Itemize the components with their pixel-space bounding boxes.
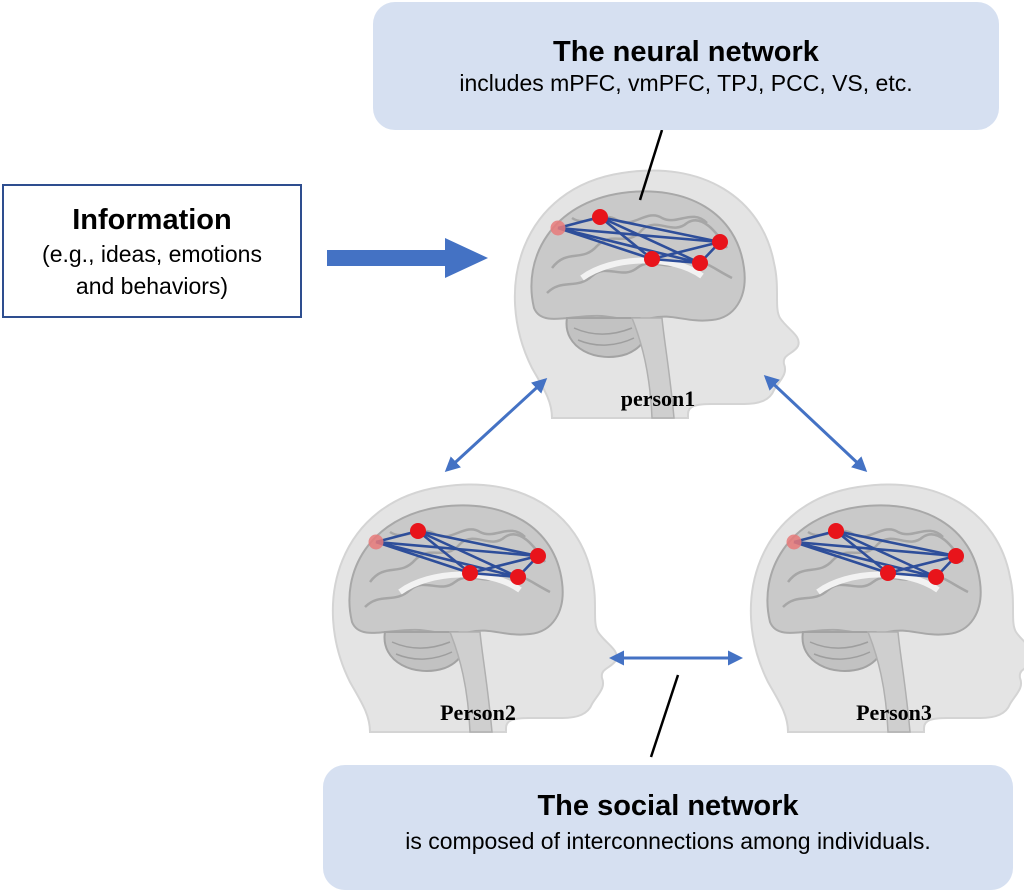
brain-head-icon xyxy=(751,484,1024,732)
person1-head xyxy=(515,170,799,418)
information-box: Information (e.g., ideas, emotions and b… xyxy=(2,184,302,318)
social-callout-pointer xyxy=(649,674,680,758)
information-line2: and behaviors) xyxy=(75,273,229,299)
person1-label: person1 xyxy=(620,386,696,411)
connector-person1-person2 xyxy=(444,377,548,473)
information-title: Information xyxy=(72,204,232,236)
neural-network-callout: The neural network includes mPFC, vmPFC,… xyxy=(373,2,999,130)
social-network-subtitle: is composed of interconnections among in… xyxy=(405,828,931,854)
neural-network-title: The neural network xyxy=(553,36,819,68)
information-line1: (e.g., ideas, emotions xyxy=(42,241,262,267)
connector-person1-person3 xyxy=(763,374,868,473)
person2-head xyxy=(333,484,617,732)
brain-head-icon xyxy=(515,170,799,418)
person3-head xyxy=(751,484,1024,732)
social-network-title: The social network xyxy=(537,790,799,822)
brain-head-icon xyxy=(333,484,617,732)
person2-label: Person2 xyxy=(440,700,516,725)
neural-callout-pointer xyxy=(638,129,664,201)
social-network-callout: The social network is composed of interc… xyxy=(323,765,1013,890)
neural-network-subtitle: includes mPFC, vmPFC, TPJ, PCC, VS, etc. xyxy=(459,70,913,96)
information-arrow xyxy=(327,238,488,278)
person3-label: Person3 xyxy=(856,700,932,725)
